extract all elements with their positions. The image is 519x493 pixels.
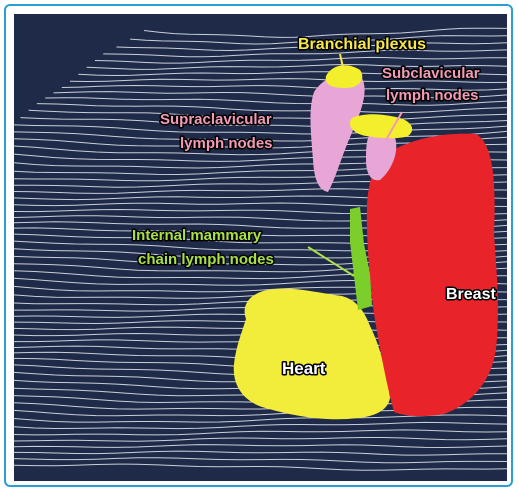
label-supraclavicular-line1: Supraclavicular bbox=[160, 111, 272, 128]
figure-frame: Branchial plexus Subclavicular lymph nod… bbox=[4, 4, 513, 487]
label-subclavicular-line1: Subclavicular bbox=[382, 65, 480, 82]
label-branchial-plexus: Branchial plexus bbox=[298, 36, 426, 53]
label-breast: Breast bbox=[446, 286, 496, 303]
anatomy-scene: Branchial plexus Subclavicular lymph nod… bbox=[14, 14, 507, 481]
anatomy-illustration: Branchial plexus Subclavicular lymph nod… bbox=[14, 14, 507, 481]
label-subclavicular-line2: lymph nodes bbox=[386, 87, 479, 104]
label-heart: Heart bbox=[282, 359, 326, 378]
label-internal-mammary-line1: Internal mammary bbox=[132, 227, 262, 244]
breast-shape bbox=[367, 134, 498, 417]
label-supraclavicular-line2: lymph nodes bbox=[180, 135, 273, 152]
label-internal-mammary-line2: chain lymph nodes bbox=[138, 251, 274, 268]
